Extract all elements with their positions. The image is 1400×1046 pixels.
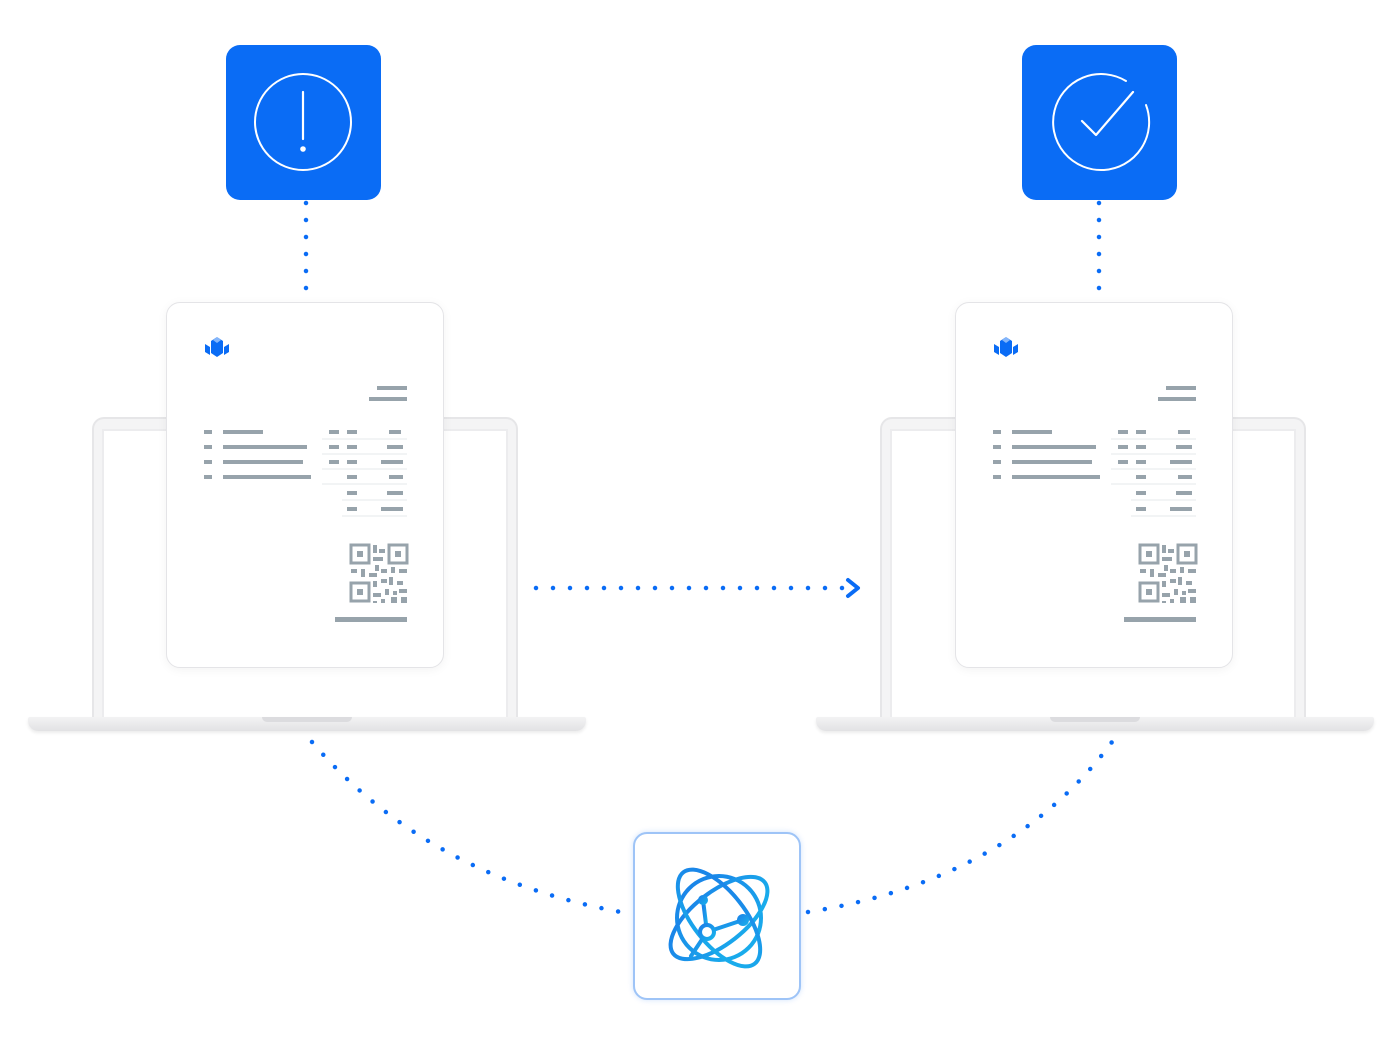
company-logo-icon <box>205 337 229 357</box>
left-invoice-document <box>166 302 444 668</box>
invoice-lines <box>204 386 407 622</box>
error-status-box <box>226 45 381 200</box>
laptop-notch <box>1050 717 1140 722</box>
success-status-box <box>1022 45 1177 200</box>
connector-platform-to-right <box>805 739 1115 915</box>
invoice-content <box>204 337 409 622</box>
arrow-head <box>846 578 860 598</box>
qr-code-icon <box>1138 543 1198 603</box>
laptop-base <box>816 717 1374 731</box>
invoice-content <box>993 337 1198 622</box>
exclamation-circle-icon <box>254 73 352 171</box>
check-circle-icon <box>1052 73 1151 172</box>
right-invoice-document <box>955 302 1233 668</box>
connector-left-to-platform <box>309 739 635 917</box>
network-globe-icon <box>668 867 770 969</box>
qr-code-icon <box>349 543 409 603</box>
laptop-notch <box>262 717 352 722</box>
invoice-dividers <box>322 438 407 517</box>
laptop-base <box>28 717 586 731</box>
invoice-dividers <box>1111 438 1196 517</box>
platform-box <box>633 832 801 1000</box>
invoice-lines <box>993 386 1196 622</box>
company-logo-icon <box>994 337 1018 357</box>
